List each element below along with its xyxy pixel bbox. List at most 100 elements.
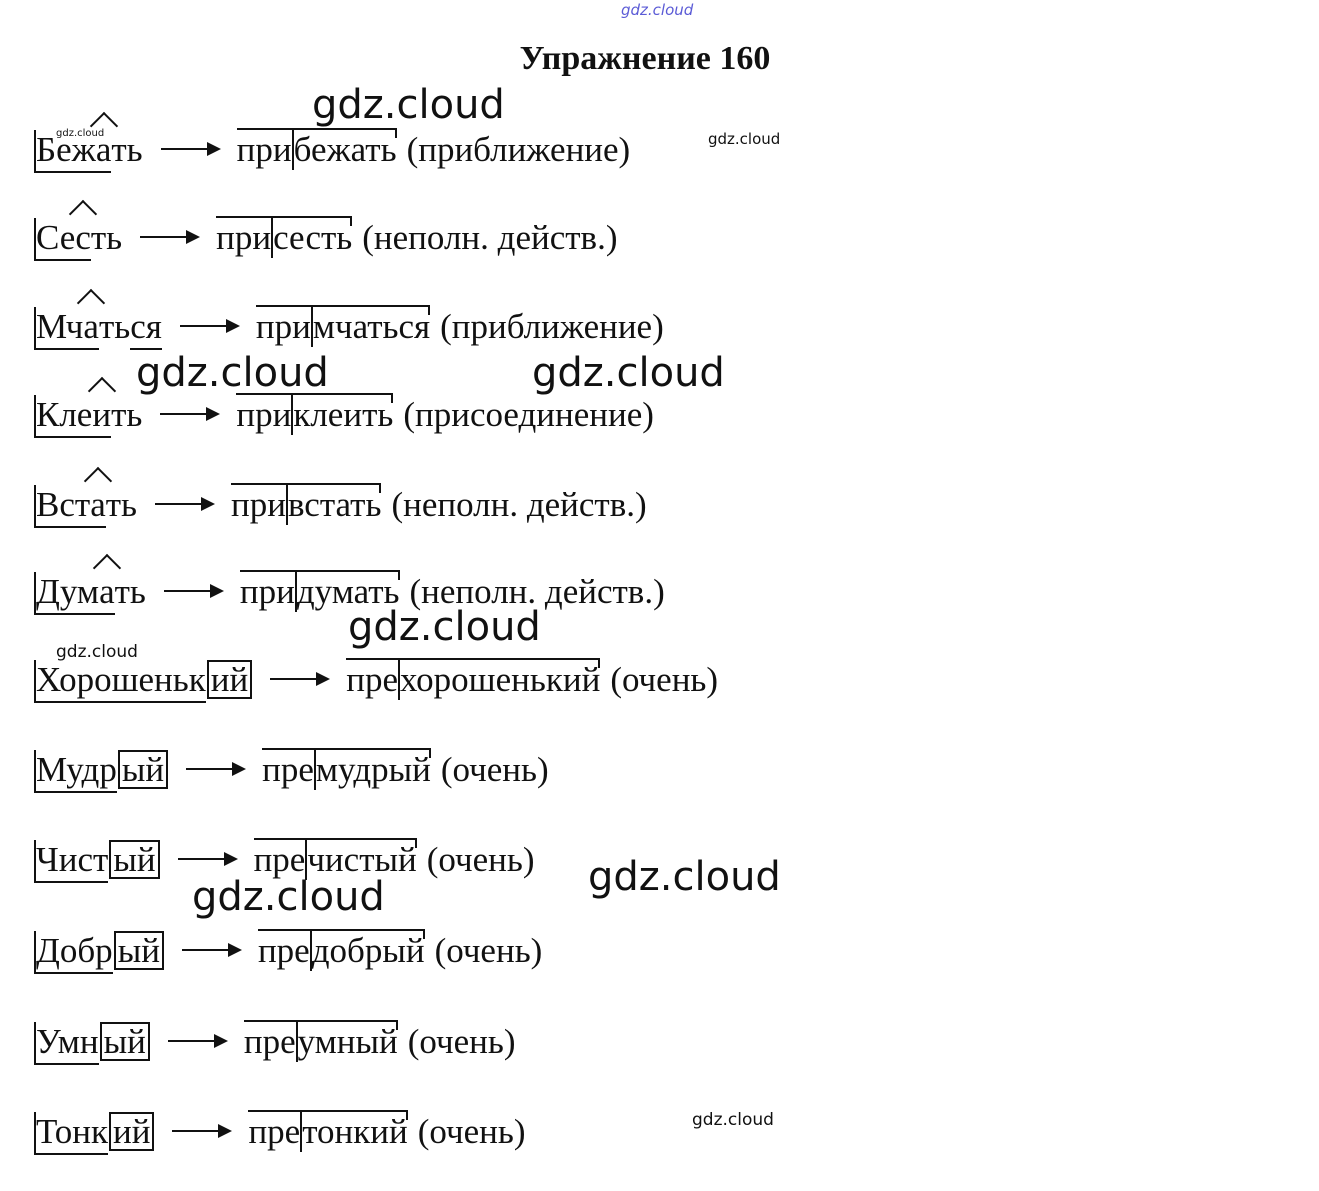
meaning-note: (очень) [440,750,549,789]
arrow-icon [181,943,242,957]
morpheme: мчаться [310,305,431,347]
meaning-note: (присоединение) [403,395,654,434]
morpheme: а [83,307,99,350]
morpheme: Умн [34,1022,99,1065]
morpheme: Вст [34,485,91,528]
watermark: gdz.cloud [56,642,138,662]
meaning-note: (очень) [434,931,543,970]
morpheme: при [239,570,295,611]
morpheme: пре [257,929,310,970]
morpheme: ть [98,307,131,346]
morpheme: ый [109,840,160,879]
morpheme: ть [114,572,146,611]
morpheme: клеить [291,393,394,435]
morpheme: пре [248,1110,301,1151]
morpheme: при [231,483,286,524]
morpheme: при [236,393,292,434]
morpheme: пре [253,838,306,879]
morpheme: ий [108,1112,155,1151]
meaning-note: (приближение) [406,130,631,169]
morpheme: бежать [291,128,397,170]
watermark: gdz.cloud [708,130,781,148]
morpheme: добрый [309,929,425,971]
arrow-icon [163,584,224,598]
morpheme: Кле [34,395,93,438]
arrow-icon [270,672,331,686]
morpheme: при [236,128,292,169]
meaning-note: (очень) [407,1022,516,1061]
morpheme: встать [285,483,382,525]
morpheme: при [216,216,272,257]
morpheme: при [255,305,311,346]
arrow-icon [140,230,201,244]
morpheme: ть [111,395,143,434]
watermark: gdz.cloud [692,1110,774,1130]
morpheme: ть [105,485,137,524]
morpheme: Мудр [34,750,117,793]
morpheme: чистый [305,838,418,880]
morpheme: тонкий [300,1110,408,1152]
watermark: gdz.cloud [192,874,385,920]
morpheme: ый [113,931,164,970]
watermark: gdz.cloud [621,1,694,19]
watermark: gdz.cloud [588,854,781,900]
morpheme: ся [130,307,162,350]
morpheme: Беж [34,130,96,173]
meaning-note: (неполн. действ.) [391,485,647,524]
watermark: gdz.cloud [136,350,329,396]
page-title: Упражнение 160 [519,40,771,77]
morpheme: Се [34,218,76,261]
arrow-icon [160,407,221,421]
watermark: gdz.cloud [348,604,541,650]
morpheme: думать [294,570,400,612]
morpheme: ый [117,750,169,789]
arrow-icon [167,1034,228,1048]
morpheme: пре [346,658,398,699]
morpheme: ть [111,130,143,169]
morpheme: а [90,485,106,528]
morpheme: Тонк [34,1112,108,1155]
arrow-icon [177,852,238,866]
morpheme: мудрый [313,748,431,790]
meaning-note: (очень) [426,840,535,879]
arrow-icon [172,1124,233,1138]
morpheme: а [95,130,112,173]
morpheme: ий [206,660,253,699]
morpheme: Мч [34,307,84,350]
morpheme: Дум [34,572,100,615]
morpheme: умный [295,1020,398,1062]
watermark: gdz.cloud [532,350,725,396]
morpheme: Чист [34,840,109,883]
meaning-note: (неполн. действ.) [409,572,665,611]
arrow-icon [179,319,240,333]
